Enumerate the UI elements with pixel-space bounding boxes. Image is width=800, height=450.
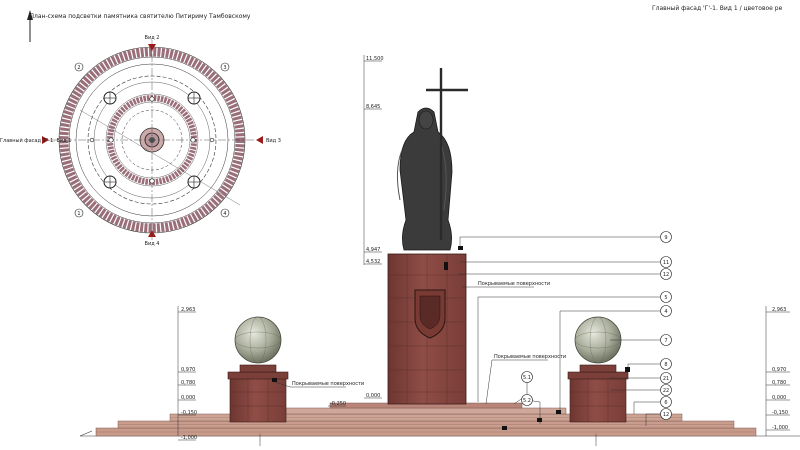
svg-text:0,780: 0,780 <box>181 380 195 386</box>
view-marker-bottom: Вид 4 <box>145 230 160 247</box>
callout-21: 21 <box>660 372 672 384</box>
callout-5-1: 5.1 <box>521 371 533 383</box>
svg-text:Вид 3: Вид 3 <box>266 138 281 144</box>
svg-text:Покрываемые поверхности: Покрываемые поверхности <box>292 381 364 387</box>
elevation-title: Главный фасад 'Г'-1. Вид 1 / цветовое ре <box>652 5 783 12</box>
svg-text:-1,000: -1,000 <box>772 425 788 431</box>
svg-text:Вид 4: Вид 4 <box>145 241 160 247</box>
note-pedestal: Покрываемые поверхности <box>462 281 550 288</box>
svg-text:0,780: 0,780 <box>772 380 786 386</box>
elevation-lamps <box>272 246 630 430</box>
callout-4: 4 <box>660 305 672 317</box>
stair-platform <box>95 402 757 437</box>
svg-text:4: 4 <box>223 211 226 217</box>
plan-sphere-fixtures <box>103 91 201 189</box>
svg-text:12: 12 <box>663 412 669 418</box>
callout-12a: 12 <box>660 268 672 280</box>
svg-text:5: 5 <box>664 295 667 301</box>
svg-text:Покрываемые поверхности: Покрываемые поверхности <box>478 281 550 287</box>
callout-12b: 12 <box>660 408 672 420</box>
callout-markers: 9 11 12 5 4 7 8 21 22 6 12 5.1 5.2 <box>521 231 672 420</box>
view-marker-left: Главный фасад 'Г'-1. Вид 1 <box>0 136 71 144</box>
right-pillar <box>567 364 629 423</box>
svg-text:5.2: 5.2 <box>523 398 531 404</box>
plan-view: План-схема подсветки памятника святителю… <box>0 13 281 247</box>
svg-text:2,963: 2,963 <box>772 307 786 313</box>
plan-corner-markers: 2 3 4 1 <box>74 62 230 218</box>
svg-text:Вид 2: Вид 2 <box>145 35 160 41</box>
svg-text:21: 21 <box>663 376 669 382</box>
note-left: Покрываемые поверхности <box>274 381 364 388</box>
svg-text:8: 8 <box>664 362 667 368</box>
callout-8: 8 <box>660 358 672 370</box>
right-level-labels: 2,963 0,970 0,780 0,000 -0,150 -1,000 <box>772 307 788 431</box>
callout-22: 22 <box>660 384 672 396</box>
left-pillar <box>227 364 289 423</box>
svg-text:-0,250: -0,250 <box>330 401 346 407</box>
svg-text:0,970: 0,970 <box>772 367 786 373</box>
svg-text:2: 2 <box>77 65 80 71</box>
callout-9: 9 <box>660 231 672 243</box>
svg-text:9: 9 <box>664 235 667 241</box>
statue <box>396 68 468 251</box>
center-level-marks <box>328 55 382 407</box>
callout-7: 7 <box>660 334 672 346</box>
callout-5: 5 <box>660 291 672 303</box>
svg-text:-0,150: -0,150 <box>181 410 197 416</box>
callout-6: 6 <box>660 396 672 408</box>
svg-text:0,000: 0,000 <box>772 395 786 401</box>
svg-text:0,000: 0,000 <box>366 393 380 399</box>
view-marker-top: Вид 2 <box>145 35 160 51</box>
svg-text:11: 11 <box>663 260 669 266</box>
callout-11: 11 <box>660 256 672 268</box>
svg-text:1: 1 <box>77 211 80 217</box>
svg-text:2,963: 2,963 <box>181 307 195 313</box>
north-arrow <box>27 10 33 42</box>
note-center: Покрываемые поверхности <box>485 354 566 405</box>
svg-text:-1,000: -1,000 <box>181 435 197 441</box>
svg-text:Покрываемые поверхности: Покрываемые поверхности <box>494 354 566 360</box>
svg-text:Главный фасад 'Г'-1. Вид 1: Главный фасад 'Г'-1. Вид 1 <box>0 137 71 144</box>
svg-text:8,645: 8,645 <box>366 104 380 110</box>
plan-title: План-схема подсветки памятника святителю… <box>30 13 251 20</box>
svg-text:4,532: 4,532 <box>366 259 380 265</box>
central-pedestal <box>387 253 467 405</box>
svg-text:7: 7 <box>664 338 667 344</box>
svg-text:22: 22 <box>663 388 669 394</box>
right-level-marks <box>765 306 790 436</box>
svg-text:6: 6 <box>664 400 667 406</box>
left-level-labels: 2,963 0,970 0,780 0,000 -0,150 -1,000 <box>181 307 197 441</box>
svg-text:3: 3 <box>223 65 226 71</box>
svg-text:5.1: 5.1 <box>523 375 531 381</box>
svg-text:4: 4 <box>664 309 667 315</box>
svg-text:0,000: 0,000 <box>181 395 195 401</box>
left-sphere <box>234 316 282 364</box>
svg-text:11,500: 11,500 <box>366 56 384 62</box>
center-level-labels: 11,500 8,645 4,947 4,532 -0,250 0,000 <box>330 56 384 407</box>
svg-text:4,947: 4,947 <box>366 247 380 253</box>
svg-text:0,970: 0,970 <box>181 367 195 373</box>
callout-leaders <box>458 236 660 426</box>
view-marker-right: Вид 3 <box>256 136 281 144</box>
svg-text:-0,150: -0,150 <box>772 410 788 416</box>
svg-text:12: 12 <box>663 272 669 278</box>
callout-5-2: 5.2 <box>521 394 533 406</box>
left-level-marks <box>177 306 196 441</box>
